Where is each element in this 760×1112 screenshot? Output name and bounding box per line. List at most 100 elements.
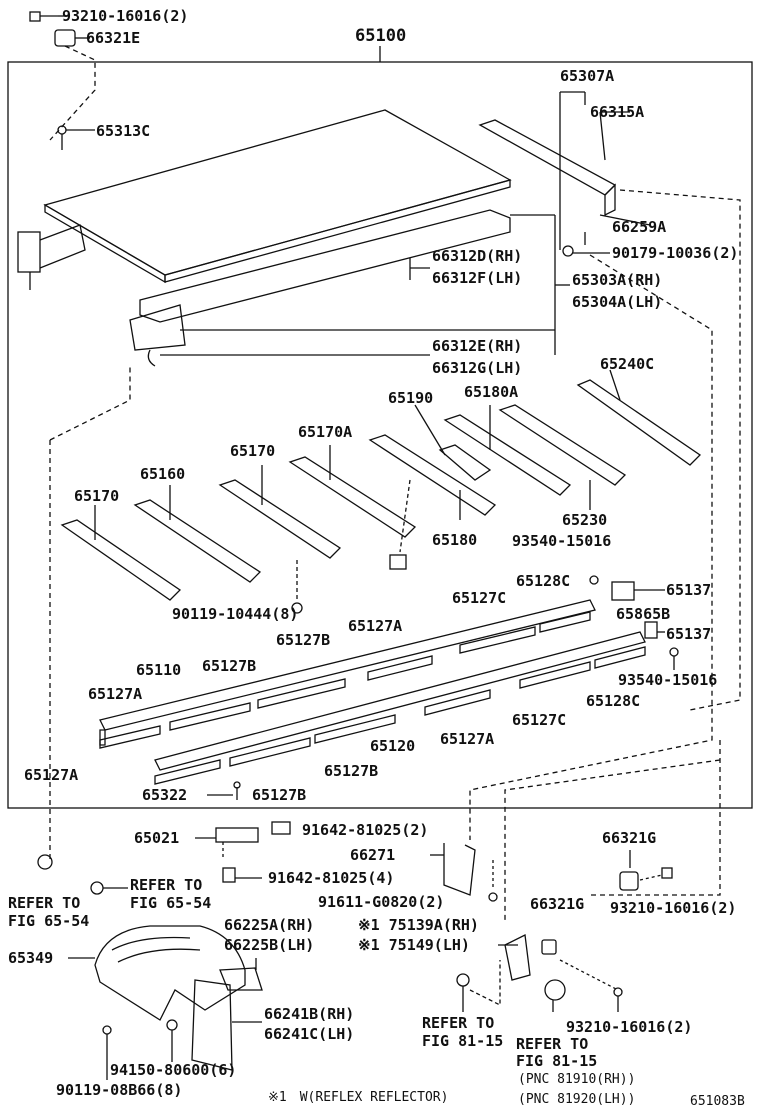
label-main-assembly: 65100 bbox=[355, 26, 407, 46]
label-90179: 90179-10036(2) bbox=[612, 244, 739, 262]
label-93540-top: 93540-15016 bbox=[512, 532, 612, 550]
label-65127b-bot: 65127B bbox=[324, 762, 379, 780]
label-91642-4: 91642-81025(4) bbox=[268, 869, 395, 887]
mudflap-66241-drawing bbox=[191, 979, 233, 1071]
label-65865b: 65865B bbox=[616, 605, 671, 623]
label-66241c: 66241C(LH) bbox=[264, 1025, 355, 1043]
bolt-90119-08b66-icon bbox=[102, 1025, 112, 1080]
crossmember-65180a bbox=[443, 405, 572, 496]
label-94150: 94150-80600(6) bbox=[110, 1061, 237, 1079]
label-65190: 65190 bbox=[388, 389, 434, 407]
label-66321e: 66321E bbox=[86, 29, 141, 47]
label-65240c: 65240C bbox=[600, 355, 655, 373]
side-rail-drawing bbox=[129, 209, 511, 351]
label-refer-1a: REFER TO bbox=[8, 894, 81, 912]
bolt-90119-10444-icon bbox=[291, 560, 303, 614]
crossmember-65190 bbox=[414, 404, 492, 481]
label-75139a: ※1 75139A(RH) bbox=[358, 916, 479, 934]
label-65127a-left: 65127A bbox=[88, 685, 143, 703]
label-65021: 65021 bbox=[134, 829, 180, 847]
label-65230: 65230 bbox=[562, 511, 608, 529]
bolt-top-icon bbox=[29, 11, 58, 22]
label-refer-4b: FIG 81-15 bbox=[516, 1052, 598, 1070]
leader-dashed-right bbox=[619, 189, 741, 711]
label-66225a: 66225A(RH) bbox=[224, 916, 315, 934]
label-75149: ※1 75149(LH) bbox=[358, 936, 470, 954]
label-65160: 65160 bbox=[140, 465, 186, 483]
label-refer-2b: FIG 65-54 bbox=[130, 894, 212, 912]
bolt-93210-right-icon bbox=[661, 867, 673, 879]
rail-65307a-drawing bbox=[478, 119, 617, 217]
label-65128c-top: 65128C bbox=[516, 572, 571, 590]
nut-94150-icon bbox=[166, 1019, 178, 1062]
crossmember-65160 bbox=[133, 485, 262, 583]
label-65303a: 65303A(RH) bbox=[572, 271, 663, 289]
bracket-66321g-icon bbox=[619, 871, 639, 891]
label-refer-3b: FIG 81-15 bbox=[422, 1032, 504, 1050]
crossmember-65180 bbox=[368, 434, 497, 520]
label-65313c: 65313C bbox=[96, 122, 151, 140]
label-65307a: 65307A bbox=[560, 67, 615, 85]
pin-66312e-icon bbox=[147, 349, 156, 367]
label-66271: 66271 bbox=[350, 846, 396, 864]
bolt-65322-icon bbox=[233, 781, 241, 800]
bracket-66225-icon bbox=[219, 967, 263, 991]
label-refer-1b: FIG 65-54 bbox=[8, 912, 90, 930]
floor-panel-drawing bbox=[43, 109, 512, 284]
reflector-icon bbox=[541, 939, 557, 955]
label-65170a: 65170A bbox=[298, 423, 353, 441]
bracket-65137-mid-icon bbox=[644, 621, 658, 639]
label-66312g: 66312G(LH) bbox=[432, 359, 523, 377]
label-65127c-mid: 65127C bbox=[512, 711, 567, 729]
label-65180: 65180 bbox=[432, 531, 478, 549]
label-65127b-top: 65127B bbox=[276, 631, 331, 649]
nut-refer-left-icon bbox=[37, 854, 53, 870]
label-65349: 65349 bbox=[8, 949, 54, 967]
bolt-93540-mid-icon bbox=[669, 647, 679, 657]
label-65170-mid: 65170 bbox=[230, 442, 276, 460]
label-65127a-top: 65127A bbox=[348, 617, 403, 635]
crossmember-65170-mid bbox=[218, 465, 342, 559]
label-90119-10444: 90119-10444(8) bbox=[172, 605, 299, 623]
label-65127b-left: 65127B bbox=[202, 657, 257, 675]
figure-id: 651083B bbox=[690, 1094, 745, 1109]
label-66259a: 66259A bbox=[612, 218, 667, 236]
label-65127b-bot2: 65127B bbox=[252, 786, 307, 804]
label-65304a: 65304A(LH) bbox=[572, 293, 663, 311]
label-66315a: 66315A bbox=[590, 103, 645, 121]
label-66321g-mid: 66321G bbox=[530, 895, 585, 913]
bolt-91642-2-icon bbox=[271, 821, 291, 835]
label-65127a-mid: 65127A bbox=[440, 730, 495, 748]
label-65110: 65110 bbox=[136, 661, 182, 679]
label-91611: 91611-G0820(2) bbox=[318, 893, 445, 911]
label-65120: 65120 bbox=[370, 737, 416, 755]
hinge-left-drawing bbox=[17, 224, 86, 290]
label-66312f: 66312F(LH) bbox=[432, 269, 523, 287]
label-66312e: 66312E(RH) bbox=[432, 337, 523, 355]
label-66312d: 66312D(RH) bbox=[432, 247, 523, 265]
crossmember-65230 bbox=[498, 404, 627, 510]
label-66225b: 66225B(LH) bbox=[224, 936, 315, 954]
label-66241b: 66241B(RH) bbox=[264, 1005, 355, 1023]
nut-refer-mid-icon bbox=[90, 881, 104, 895]
footnote: ※1 W(REFLEX REFLECTOR) bbox=[268, 1090, 449, 1105]
label-refer-3a: REFER TO bbox=[422, 1014, 495, 1032]
bracket-75139-icon bbox=[504, 934, 531, 981]
label-65137-mid: 65137 bbox=[666, 625, 712, 643]
bolt-93540-top-icon bbox=[589, 575, 599, 585]
label-refer-2a: REFER TO bbox=[130, 876, 203, 894]
crossmember-65240c bbox=[576, 369, 702, 466]
pin-65313c-icon bbox=[57, 125, 67, 150]
bracket-65021-icon bbox=[215, 827, 259, 860]
bolt-91642-4-icon bbox=[222, 867, 236, 883]
label-93210-bot: 93210-16016(2) bbox=[566, 1018, 693, 1036]
bracket-66321e-icon bbox=[54, 29, 76, 47]
label-65322: 65322 bbox=[142, 786, 188, 804]
label-refer-4a: REFER TO bbox=[516, 1035, 589, 1053]
label-65170-left: 65170 bbox=[74, 487, 120, 505]
clip-65180-icon bbox=[389, 479, 411, 570]
label-93210-right: 93210-16016(2) bbox=[610, 899, 737, 917]
fender-65349-drawing bbox=[94, 925, 246, 1021]
